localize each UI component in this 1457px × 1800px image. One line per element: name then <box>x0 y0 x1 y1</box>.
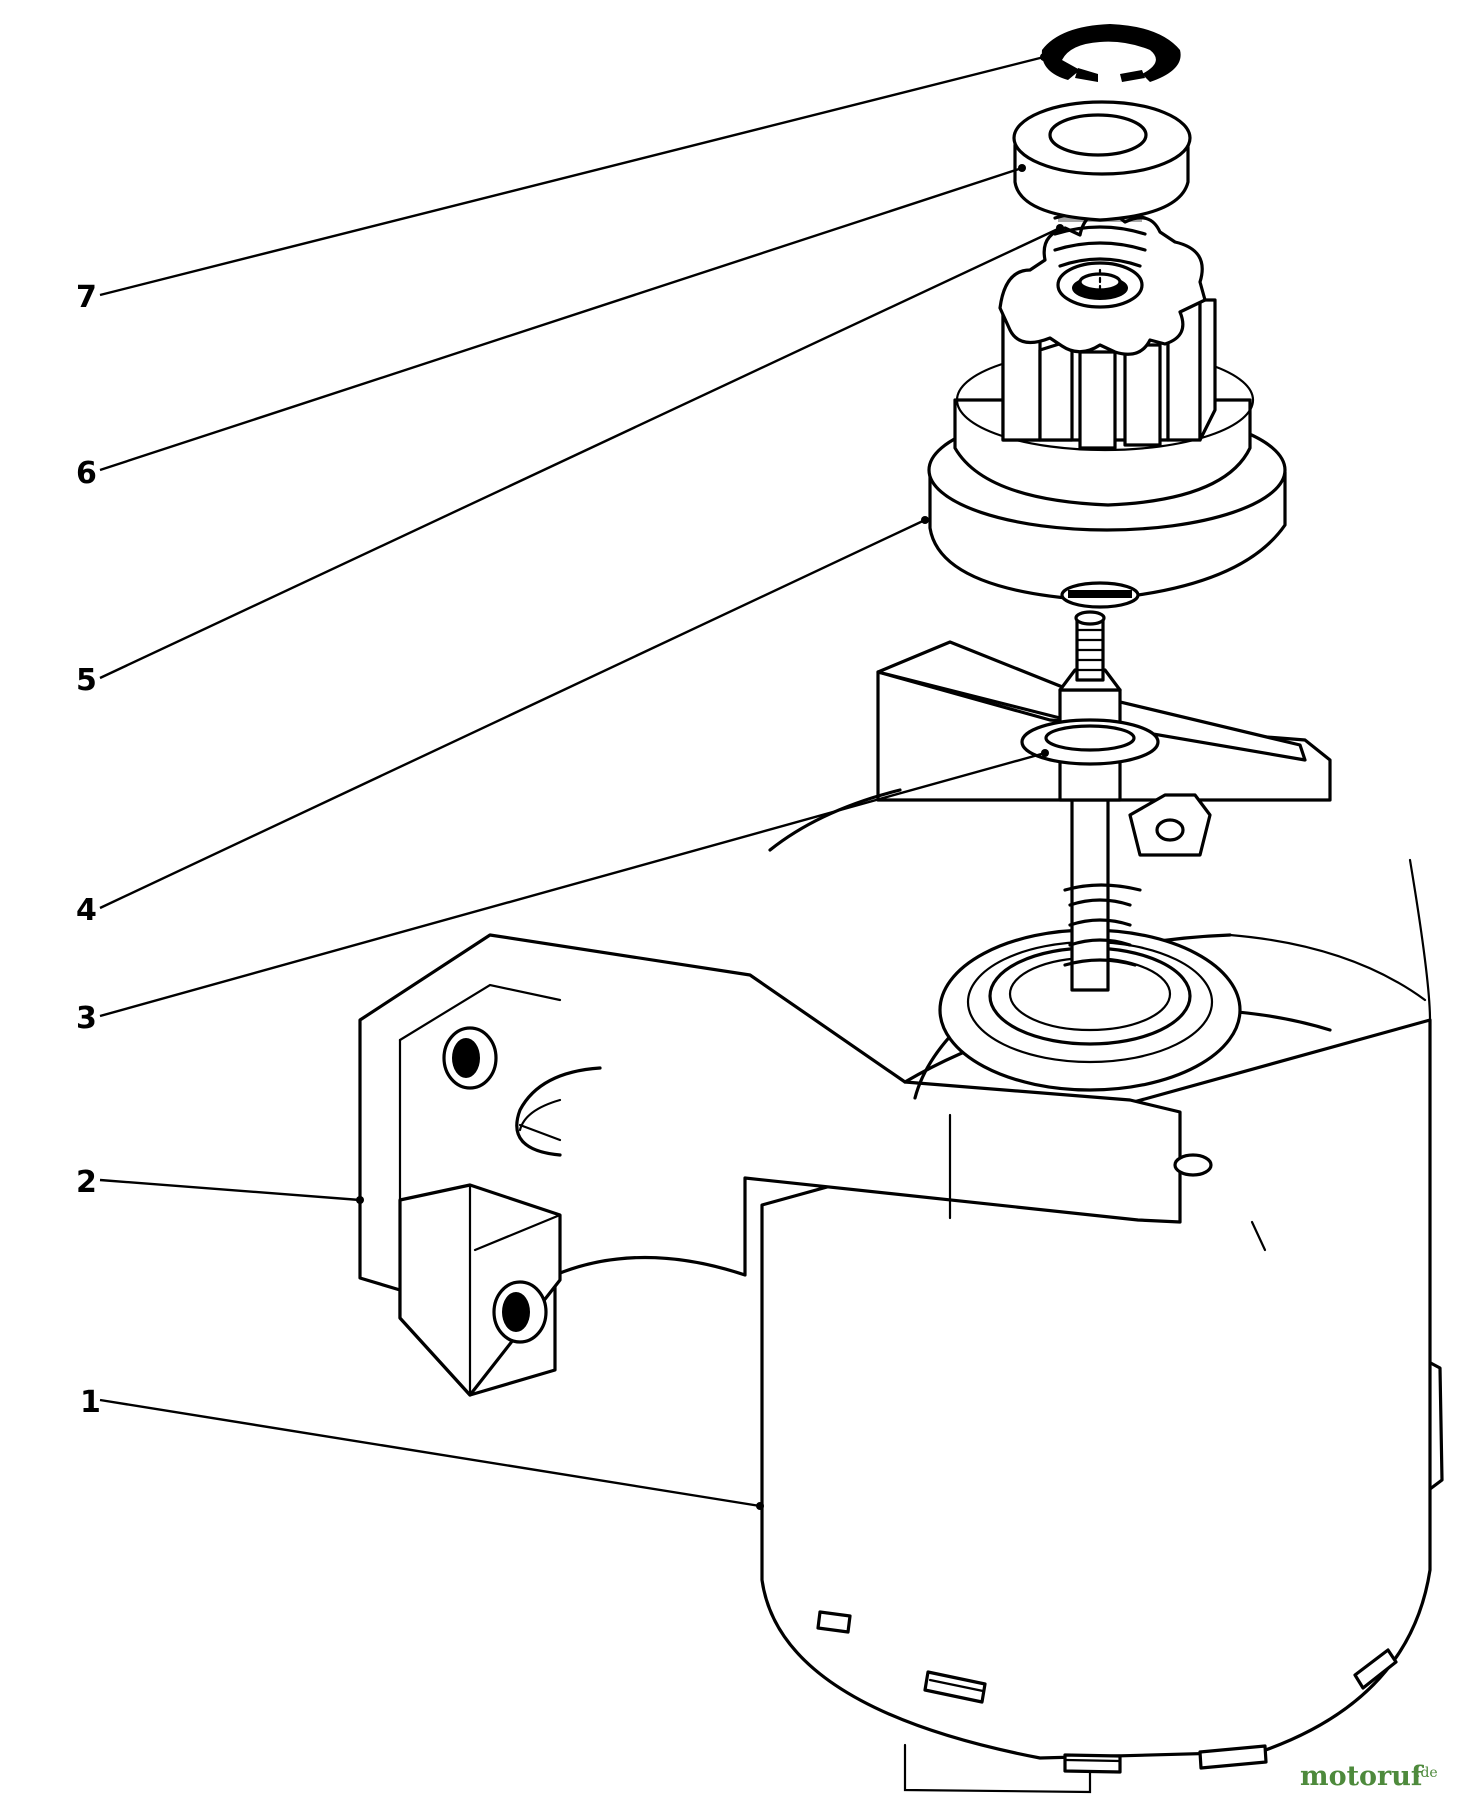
leader-line-5 <box>99 226 1061 680</box>
motor-end-cap <box>913 793 1432 1252</box>
helix-spring <box>1063 883 1142 967</box>
leader-line-4 <box>99 518 926 910</box>
leader-line-3 <box>99 751 1046 1018</box>
leader-line-7 <box>99 55 1045 297</box>
callout-6: 6 <box>76 456 97 491</box>
callout-3: 3 <box>76 1001 97 1036</box>
watermark-suffix: .de <box>1416 1765 1438 1781</box>
shaft-washer <box>1020 718 1160 766</box>
leader-lines <box>99 53 1064 1510</box>
callout-1: 1 <box>80 1385 101 1420</box>
watermark-main: motoruf <box>1300 1761 1425 1792</box>
retaining-ring <box>1041 24 1181 82</box>
callout-labels: 7 6 5 4 3 2 1 <box>76 280 101 1420</box>
starter-motor <box>760 1018 1444 1794</box>
drive-pinion-gear <box>927 208 1287 609</box>
motor-vent-slots <box>816 1610 1398 1774</box>
callout-4: 4 <box>76 893 97 928</box>
leader-line-2 <box>99 1178 361 1202</box>
callout-7: 7 <box>76 280 97 315</box>
watermark: motoruf .de <box>1300 1761 1438 1792</box>
leader-line-1 <box>99 1398 761 1508</box>
leader-line-6 <box>99 166 1023 472</box>
spring-cap <box>1012 100 1192 222</box>
callout-2: 2 <box>76 1165 97 1200</box>
callout-5: 5 <box>76 663 97 698</box>
